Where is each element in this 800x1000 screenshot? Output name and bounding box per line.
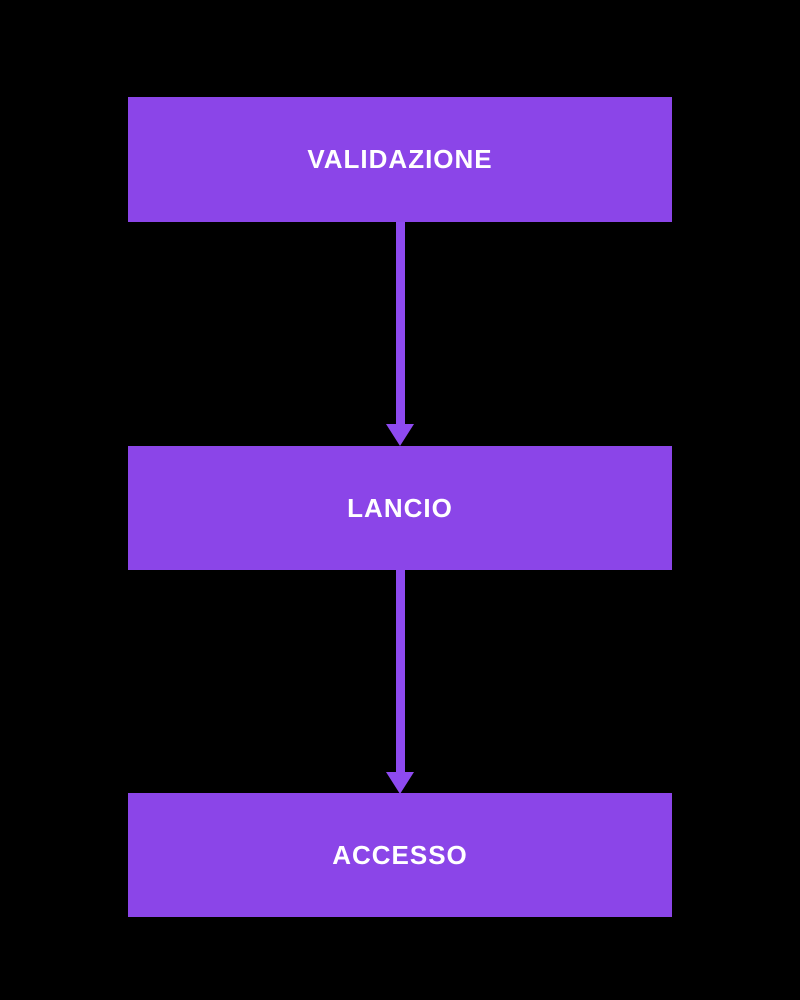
flow-node-label: ACCESSO bbox=[332, 839, 468, 870]
flow-node-accesso: ACCESSO bbox=[128, 793, 672, 917]
flow-node-lancio: LANCIO bbox=[128, 446, 672, 570]
arrow-stem bbox=[396, 222, 405, 424]
arrowhead-down-icon bbox=[386, 772, 414, 794]
flow-node-label: VALIDAZIONE bbox=[307, 144, 493, 174]
flow-node-validazione: VALIDAZIONE bbox=[128, 97, 672, 222]
arrowhead-down-icon bbox=[386, 424, 414, 446]
arrow-stem bbox=[396, 570, 405, 773]
flow-node-label: LANCIO bbox=[347, 492, 453, 523]
